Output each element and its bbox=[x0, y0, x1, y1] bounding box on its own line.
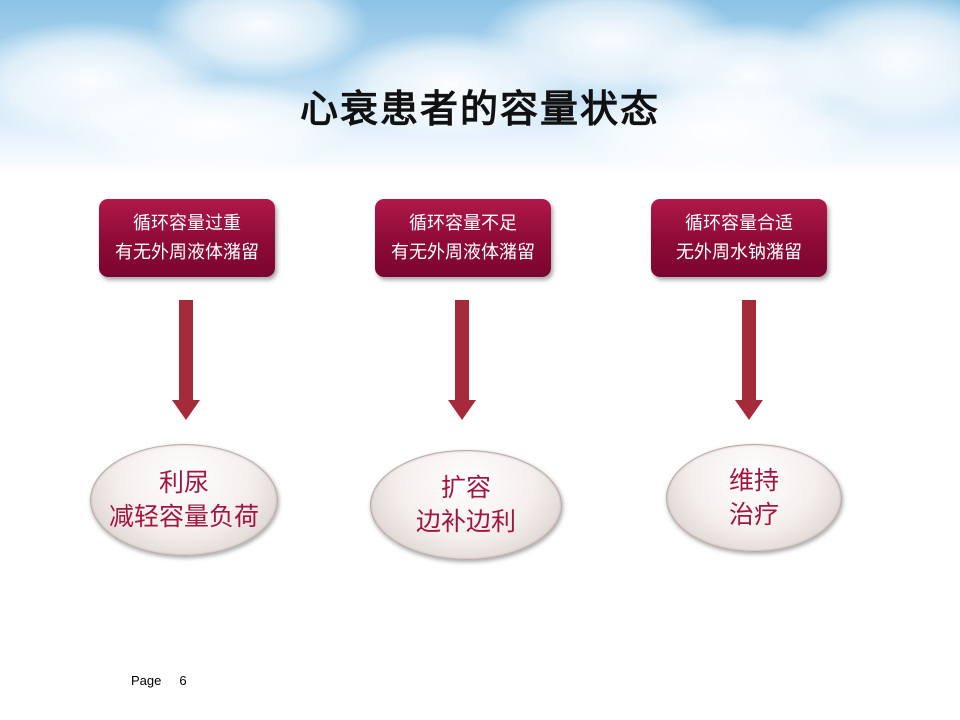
slide-title: 心衰患者的容量状态 bbox=[299, 87, 660, 131]
state-box-line2: 无外周水钠潴留 bbox=[676, 242, 802, 263]
state-box-line1: 循环容量不足 bbox=[409, 213, 517, 234]
action-line2: 治疗 bbox=[728, 500, 779, 529]
action-ellipse-expansion: 扩容 边补边利 bbox=[370, 450, 562, 560]
page-footer: Page 6 bbox=[131, 673, 187, 688]
action-line1: 扩容 bbox=[440, 473, 491, 502]
action-line1: 利尿 bbox=[158, 468, 209, 497]
action-ellipse-maintain: 维持 治疗 bbox=[666, 444, 842, 552]
state-box-insufficient: 循环容量不足 有无外周液体潴留 bbox=[375, 199, 551, 277]
action-line2: 边补边利 bbox=[415, 507, 516, 536]
down-arrow-icon bbox=[735, 300, 763, 420]
action-line1: 维持 bbox=[728, 466, 779, 495]
page-number: 6 bbox=[179, 673, 187, 688]
state-box-line2: 有无外周液体潴留 bbox=[115, 242, 259, 263]
sky-background bbox=[0, 0, 960, 175]
action-ellipse-diuresis: 利尿 减轻容量负荷 bbox=[90, 444, 278, 556]
action-line2: 减轻容量负荷 bbox=[108, 502, 259, 531]
state-box-line1: 循环容量合适 bbox=[685, 213, 793, 234]
page-label: Page bbox=[131, 673, 162, 688]
down-arrow-icon bbox=[448, 300, 476, 420]
state-box-line1: 循环容量过重 bbox=[133, 213, 241, 234]
state-box-line2: 有无外周液体潴留 bbox=[391, 242, 535, 263]
state-box-overload: 循环容量过重 有无外周液体潴留 bbox=[99, 199, 275, 277]
down-arrow-icon bbox=[172, 300, 200, 420]
state-box-appropriate: 循环容量合适 无外周水钠潴留 bbox=[651, 199, 827, 277]
